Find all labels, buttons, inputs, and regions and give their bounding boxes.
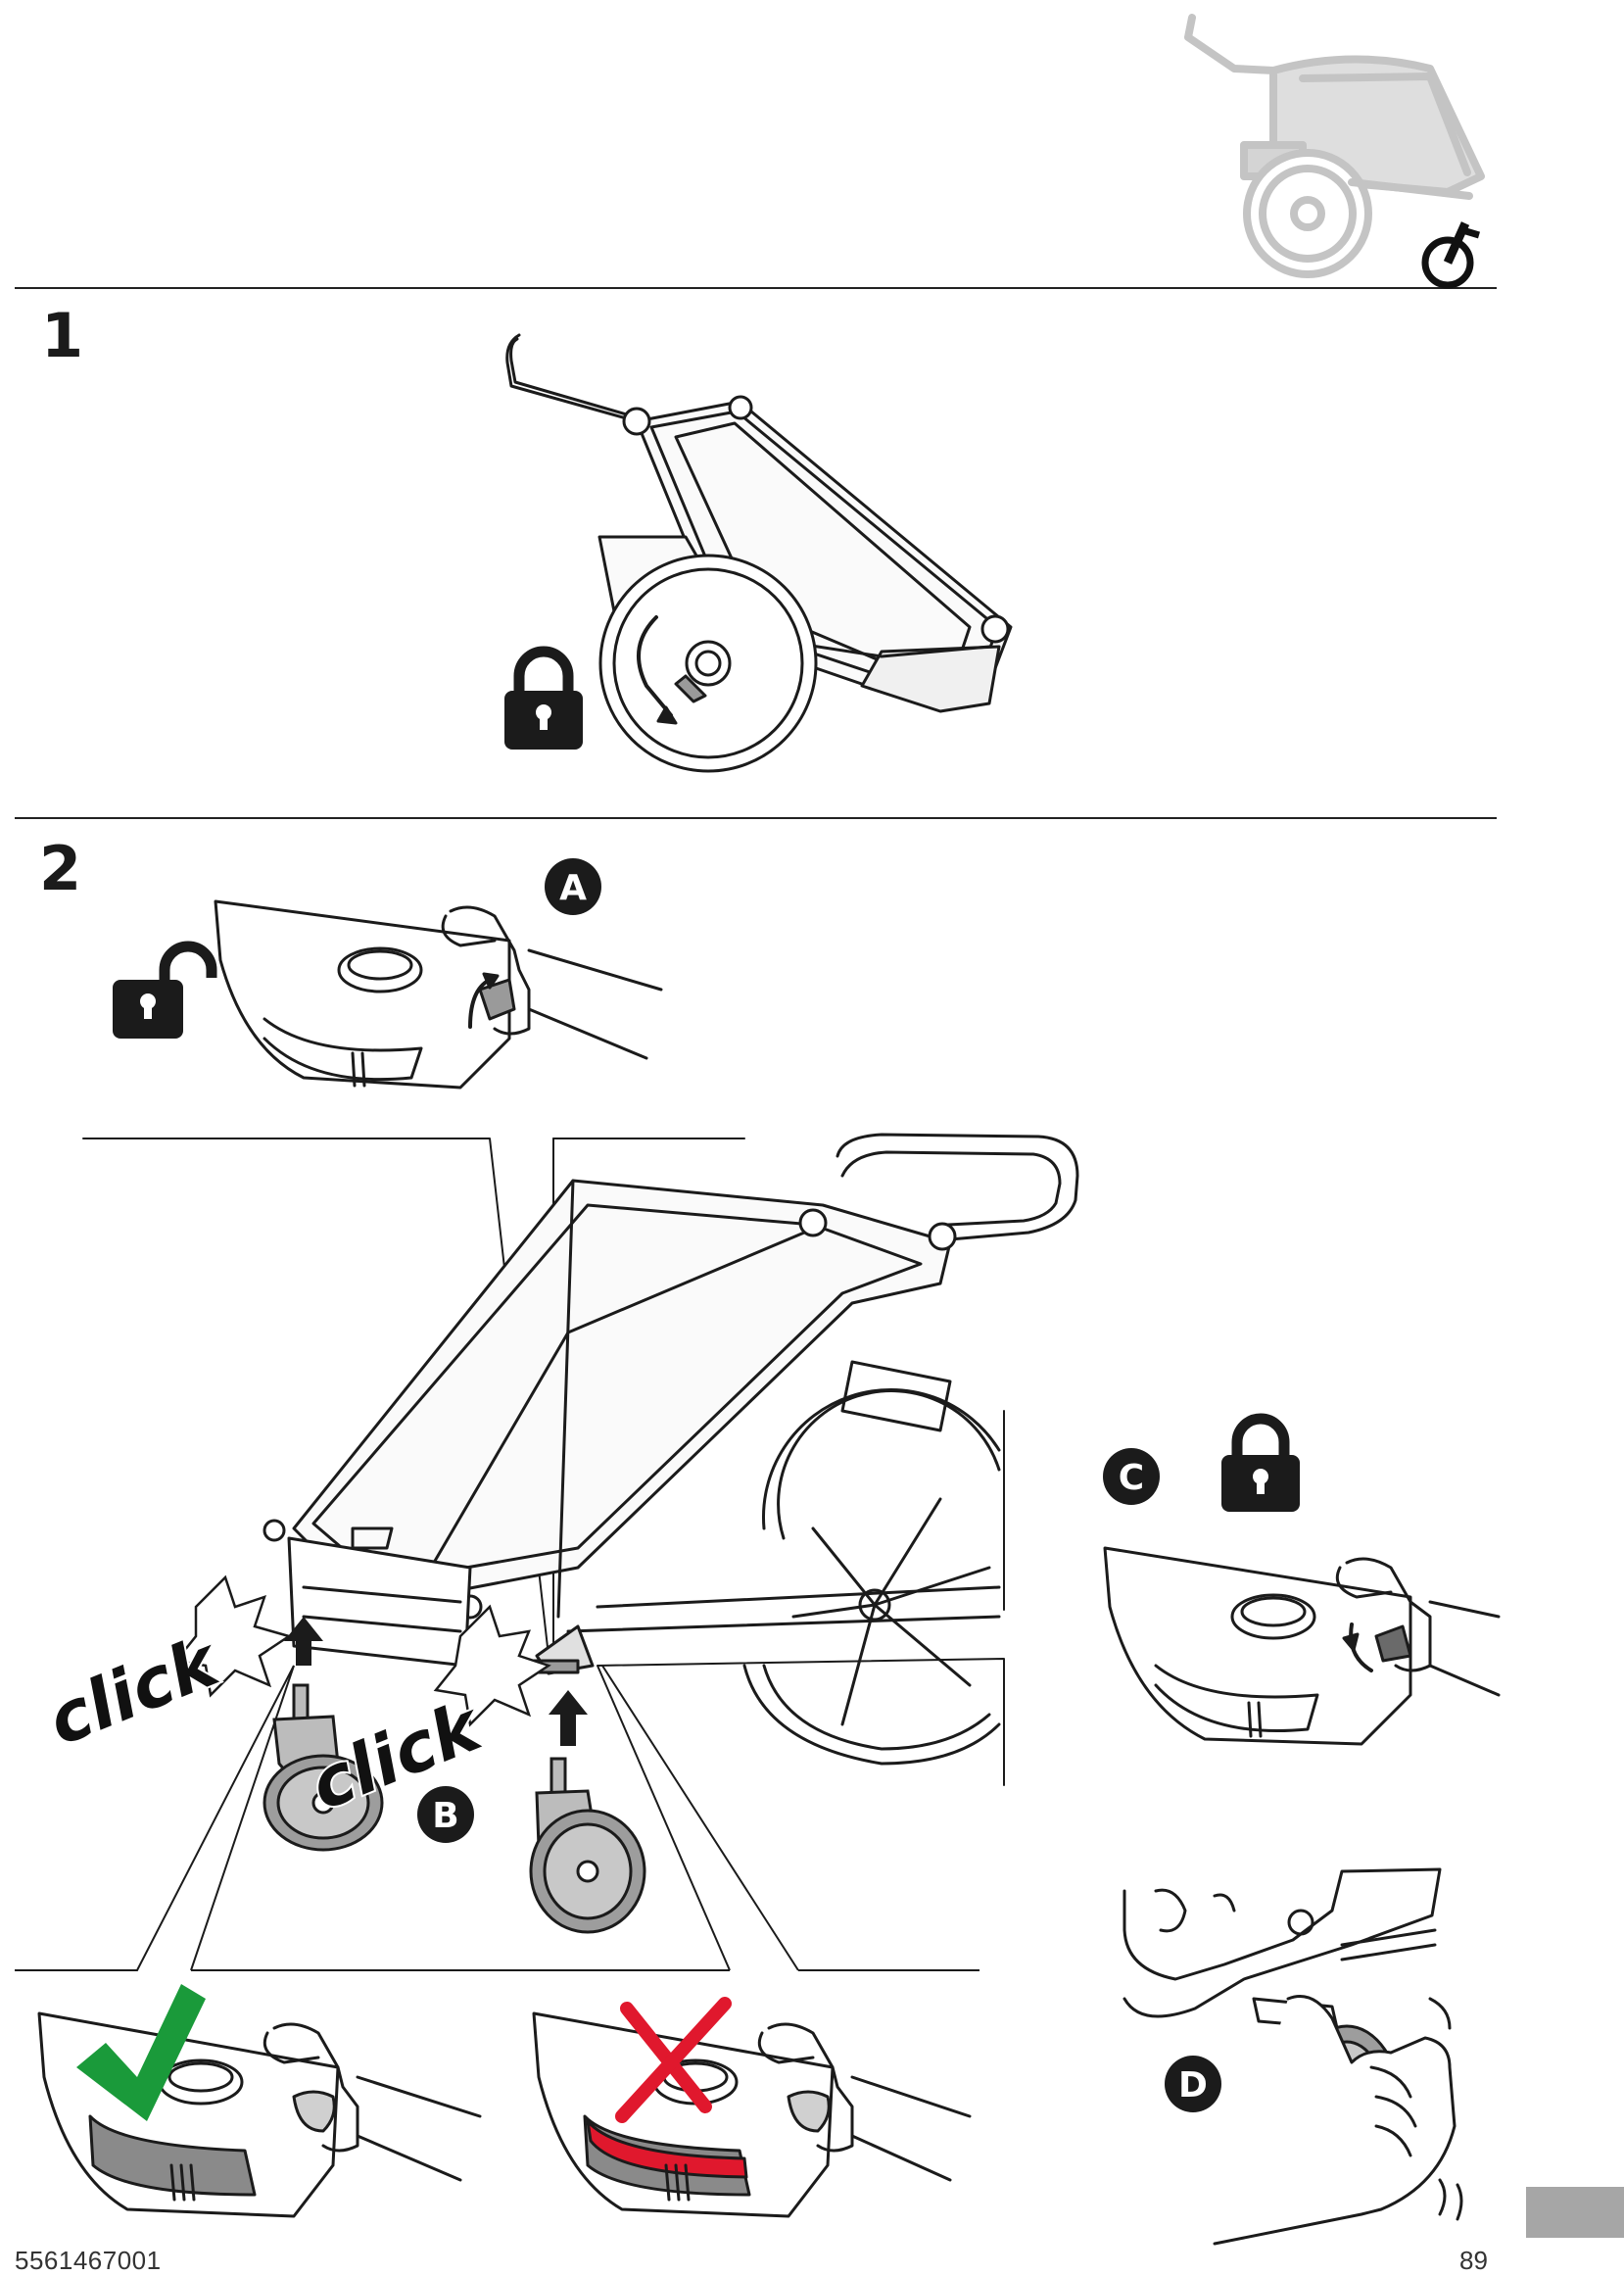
release-latch-detail-a — [214, 899, 663, 1090]
unlocked-padlock-icon — [113, 941, 217, 1039]
step-number-1: 1 — [41, 300, 84, 371]
lock-latch-detail-c — [1103, 1546, 1501, 1746]
section-divider-middle — [15, 817, 1497, 819]
callout-c-badge: C — [1103, 1448, 1160, 1505]
front-wheel-right — [529, 1757, 646, 1934]
front-wheel-left — [263, 1683, 384, 1852]
checkmark-icon — [76, 1984, 206, 2121]
cross-icon — [615, 1997, 732, 2123]
correct-callout-line — [15, 1665, 295, 1971]
step1-locked-padlock-icon — [504, 646, 583, 750]
click-sound-left: click — [37, 1621, 232, 1762]
callout-b-badge: B — [417, 1786, 474, 1843]
callout-d-badge: D — [1165, 2056, 1221, 2112]
main-stroller-illustration — [82, 1133, 1079, 1786]
callout-b-label: B — [432, 1796, 458, 1836]
step1-stroller-illustration — [505, 333, 1013, 773]
callout-d-label: D — [1178, 2065, 1208, 2106]
incorrect-mount-detail — [532, 2011, 972, 2218]
callout-c-label: C — [1119, 1458, 1144, 1498]
step2c-locked-padlock-icon — [1221, 1413, 1300, 1512]
step-number-2: 2 — [39, 833, 82, 904]
click-burst-shapes — [173, 1574, 551, 1727]
insert-wheel-arrow-icons — [284, 1617, 588, 1746]
wheel-pull-test-detail-d — [1122, 1867, 1463, 2246]
callout-a-badge: A — [545, 858, 601, 915]
section-divider-top — [15, 287, 1497, 289]
front-wheel-highlight-icon — [1421, 221, 1481, 289]
page-tab-marker — [1526, 2187, 1624, 2238]
incorrect-callout-line — [601, 1665, 979, 1971]
callout-a-label: A — [559, 868, 587, 908]
part-number: 5561467001 — [15, 2246, 162, 2275]
page-number: 89 — [1459, 2246, 1488, 2275]
stroller-overview-icon — [1184, 14, 1485, 278]
